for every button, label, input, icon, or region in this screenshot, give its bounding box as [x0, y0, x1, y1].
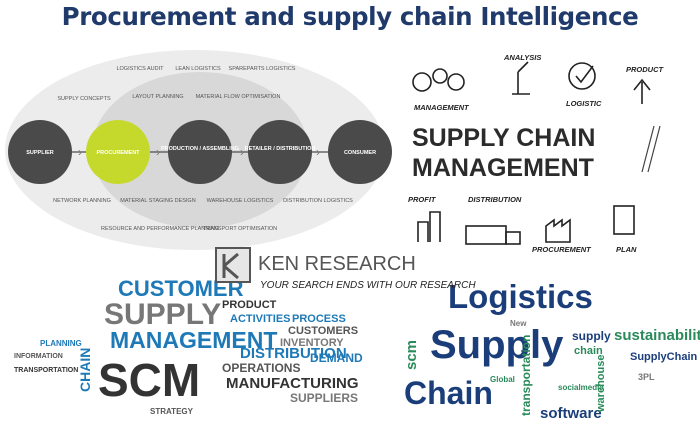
bar-chart-icon	[417, 211, 441, 242]
flow-arrow-icon: ›	[316, 145, 320, 159]
node-production: PRODUCTION / ASSEMBLING	[161, 120, 239, 184]
cloud-word: PROCESS	[292, 313, 346, 325]
factory-icon	[545, 218, 571, 243]
cloud-word: TRANSPORTATION	[14, 367, 78, 374]
cloud-word: MANUFACTURING	[226, 375, 359, 392]
gear-icon	[432, 68, 448, 84]
label-distribution-logistics: DISTRIBUTION LOGISTICS	[283, 198, 353, 204]
page-title: Procurement and supply chain Intelligenc…	[61, 2, 639, 31]
microscope-icon	[512, 61, 530, 95]
cloud-word: OPERATIONS	[222, 361, 300, 375]
label-material-staging: MATERIAL STAGING DESIGN	[120, 198, 195, 204]
cloud-word: CHAIN	[77, 348, 93, 392]
node-supplier: SUPPLIER	[8, 120, 72, 184]
sketch-label-profit: PROFIT	[408, 195, 437, 204]
flow-arrow-icon: ›	[156, 145, 160, 159]
cloud-word: supply	[572, 329, 611, 343]
cloud-word: ACTIVITIES	[230, 313, 291, 325]
cloud-word: SUPPLIERS	[290, 391, 358, 405]
cloud-word: INFORMATION	[14, 353, 63, 360]
cloud-word: 3PL	[638, 372, 655, 382]
cloud-word: DISTRIBUTION	[240, 345, 347, 362]
sketch-label-logistic: LOGISTIC	[566, 99, 602, 108]
word-cloud-right: Logistics Supply Chain scm sustainabilit…	[390, 262, 700, 430]
scm-title-line2: MANAGEMENT	[412, 154, 594, 182]
node-procurement: PROCUREMENT	[86, 120, 150, 184]
cloud-word: SupplyChain	[630, 351, 698, 363]
watermark-tagline: YOUR SEARCH ENDS WITH OUR RESEARCH	[260, 280, 476, 291]
gear-icon	[412, 72, 432, 92]
cloud-word: STRATEGY	[150, 407, 194, 416]
label-transport-optimisation: TRANSPORT OPTIMISATION	[203, 226, 277, 232]
node-retailer: RETAILER / DISTRIBUTION	[245, 120, 316, 184]
label-material-flow: MATERIAL FLOW OPTIMISATION	[196, 94, 281, 100]
cloud-word: Logistics	[448, 278, 593, 315]
check-icon	[568, 62, 596, 90]
label-supply-concepts: SUPPLY CONCEPTS	[57, 96, 111, 102]
cloud-word: SUPPLY	[104, 298, 221, 331]
cloud-word: socialmedia	[558, 383, 604, 392]
process-flow-diagram: › › › › SUPPLIER PROCUREMENT PRODUCTION …	[5, 50, 392, 250]
cloud-word: Supply	[430, 323, 564, 367]
gear-icon	[447, 73, 465, 91]
cloud-word: chain	[574, 345, 603, 357]
watermark-brand: KEN RESEARCH	[258, 253, 416, 275]
flow-arrow-icon: ›	[78, 145, 82, 159]
cloud-word: PLANNING	[40, 339, 82, 348]
cloud-word: CUSTOMERS	[288, 325, 358, 337]
scm-sketch: MANAGEMENT ANALYSIS LOGISTIC PRODUCT SUP…	[396, 42, 700, 258]
flow-arrow-icon: ›	[240, 145, 244, 159]
label-layout-planning: LAYOUT PLANNING	[132, 94, 183, 100]
label-spareparts-logistics: SPAREPARTS LOGISTICS	[229, 66, 296, 72]
label-warehouse-logistics: WAREHOUSE LOGISTICS	[207, 198, 274, 204]
clipboard-icon	[613, 205, 635, 235]
label-network-planning: NETWORK PLANNING	[53, 198, 111, 204]
cloud-word: Global	[490, 375, 515, 384]
cloud-word: MANAGEMENT	[110, 327, 277, 353]
cloud-word: New	[510, 319, 527, 328]
label-logistics-audit: LOGISTICS AUDIT	[116, 66, 164, 72]
sketch-label-distribution: DISTRIBUTION	[468, 195, 522, 204]
sketch-label-analysis: ANALYSIS	[503, 53, 541, 62]
cloud-word: INVENTORY	[280, 337, 344, 349]
cloud-word: transportation	[519, 335, 533, 416]
label-lean-logistics: LEAN LOGISTICS	[175, 66, 221, 72]
scm-title-line1: SUPPLY CHAIN	[412, 124, 595, 152]
node-label: SUPPLIER	[26, 150, 54, 156]
sketch-label-plan: PLAN	[616, 245, 637, 254]
node-label: CONSUMER	[344, 150, 376, 156]
cloud-word: software	[540, 405, 602, 422]
cloud-word: warehouse	[595, 355, 607, 413]
cloud-word: SCM	[98, 354, 200, 406]
node-label: PRODUCTION / ASSEMBLING	[161, 146, 239, 152]
cloud-word: DEMAND	[310, 351, 363, 365]
ken-logo-icon	[215, 247, 251, 283]
node-consumer: CONSUMER	[328, 120, 392, 184]
ken-research-watermark: KEN RESEARCH YOUR SEARCH ENDS WITH OUR R…	[215, 247, 476, 291]
node-label: PROCUREMENT	[96, 150, 140, 156]
cloud-word: scm	[403, 340, 420, 370]
sketch-label-management: MANAGEMENT	[414, 103, 470, 112]
up-arrow-icon	[633, 78, 651, 104]
label-resource-planning: RESOURCE AND PERFORMANCE PLANNING	[101, 226, 219, 232]
cloud-word: PRODUCT	[222, 299, 277, 311]
node-label: RETAILER / DISTRIBUTION	[245, 146, 316, 152]
sketch-label-product: PRODUCT	[626, 65, 665, 74]
cloud-word: Chain	[404, 375, 493, 411]
word-cloud-left: CUSTOMER SUPPLY MANAGEMENT CHAIN SCM DIS…	[0, 262, 390, 430]
sketch-label-procurement: PROCUREMENT	[532, 245, 592, 254]
cloud-word: sustainability	[614, 327, 700, 344]
